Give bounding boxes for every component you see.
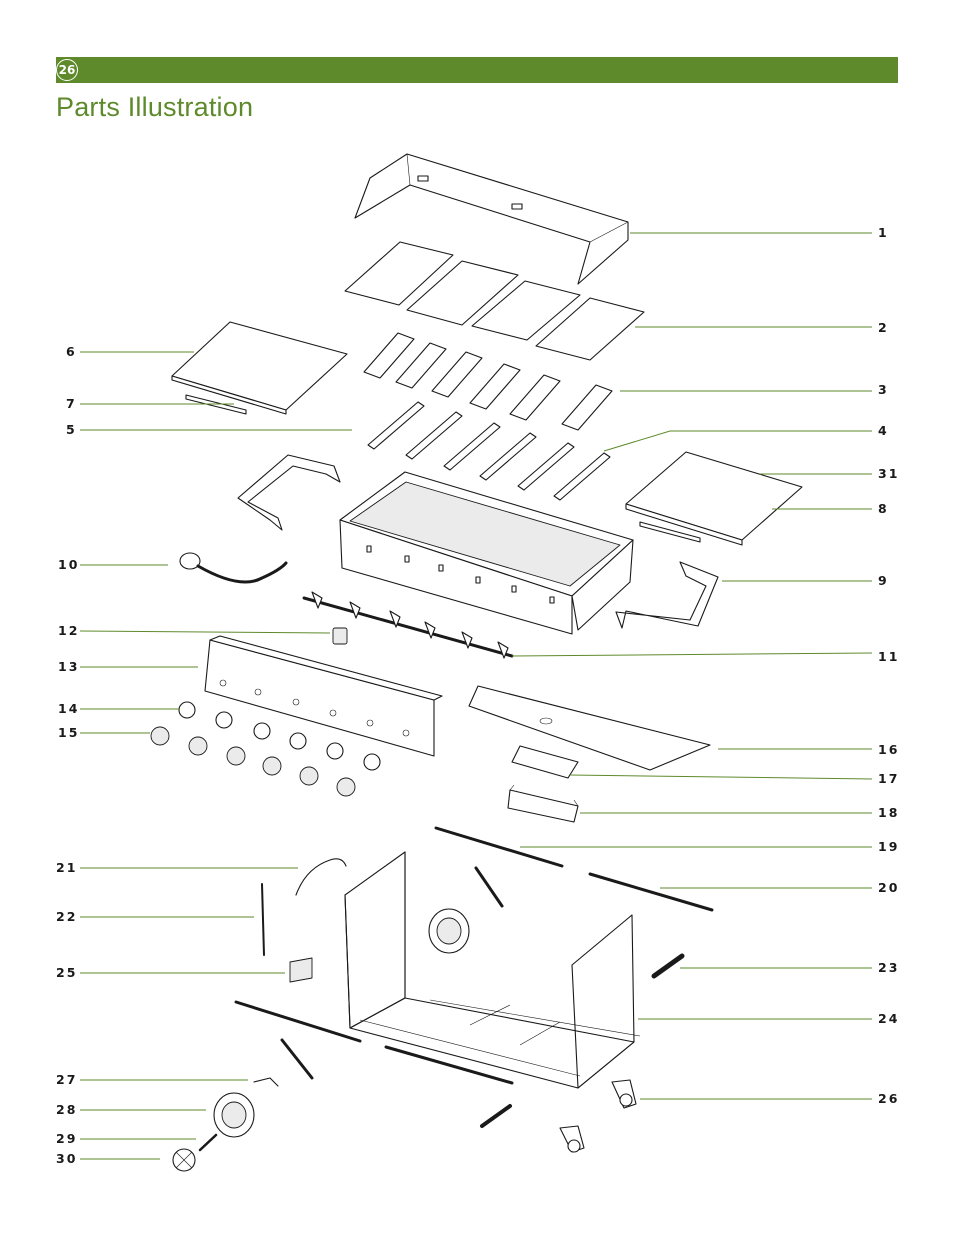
- page-title: Parts Illustration: [56, 92, 254, 122]
- part-label: 14: [58, 701, 79, 716]
- part-label: 3: [878, 382, 889, 397]
- part-firebox-drawing: [339, 471, 634, 635]
- part-label: 6: [66, 344, 77, 359]
- part-label: 21: [56, 860, 77, 875]
- part-burners-drawing: [367, 401, 611, 501]
- part-label: 28: [56, 1102, 77, 1117]
- part-wheels-drawing: [172, 908, 470, 1172]
- part-label: 26: [878, 1091, 899, 1106]
- part-label: 24: [878, 1011, 899, 1026]
- part-label: 19: [878, 839, 899, 854]
- part-label: 31: [878, 466, 899, 481]
- page-number-badge: 26: [56, 59, 78, 81]
- part-label: 30: [56, 1151, 77, 1166]
- part-manifold-drawing: [302, 591, 514, 659]
- part-label: 17: [878, 771, 899, 786]
- part-grease-cup-drawing: [507, 745, 579, 823]
- part-label: 29: [56, 1131, 77, 1146]
- part-label: 22: [56, 909, 77, 924]
- part-label: 7: [66, 396, 77, 411]
- callout-leader-lines: [79, 232, 873, 1160]
- part-label: 1: [878, 225, 889, 240]
- part-label: 5: [66, 422, 77, 437]
- part-control-panel-drawing: [204, 635, 443, 757]
- part-label: 4: [878, 423, 889, 438]
- part-label: 18: [878, 805, 899, 820]
- part-cart-bars-drawing: [234, 826, 714, 1085]
- part-label: 27: [56, 1072, 77, 1087]
- part-label: 16: [878, 742, 899, 757]
- part-side-handles-drawing: [237, 454, 719, 629]
- part-windscreen-drawing: [354, 153, 629, 285]
- part-grease-tray-drawing: [468, 685, 711, 771]
- part-label: 23: [878, 960, 899, 975]
- part-label: 20: [878, 880, 899, 895]
- part-label: 12: [58, 623, 79, 638]
- part-label: 13: [58, 659, 79, 674]
- header-bar: [56, 57, 898, 83]
- part-cart-frame-drawing: [344, 851, 641, 1089]
- part-label: 15: [58, 725, 79, 740]
- part-hardware-drawing: [253, 858, 504, 1087]
- part-right-shelf-drawing: [625, 451, 803, 546]
- part-label: 10: [58, 557, 79, 572]
- part-label: 2: [878, 320, 889, 335]
- part-label: 9: [878, 573, 889, 588]
- part-flame-tamers-drawing: [363, 332, 613, 431]
- part-cooking-grates-drawing: [344, 241, 645, 361]
- part-label: 25: [56, 965, 77, 980]
- part-knobs-drawing: [150, 701, 381, 797]
- part-left-shelf-drawing: [171, 321, 348, 415]
- part-label: 8: [878, 501, 889, 516]
- part-label: 11: [878, 649, 899, 664]
- part-casters-drawing: [480, 953, 685, 1153]
- part-regulator-hose-drawing: [179, 552, 288, 584]
